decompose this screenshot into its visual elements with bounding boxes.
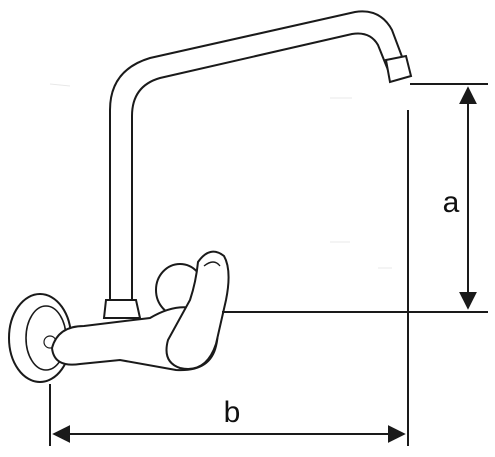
dimension-a-label: a: [443, 186, 460, 219]
dimension-b: b: [49, 110, 409, 446]
dimension-a: a: [222, 83, 488, 313]
background-texture: [49, 83, 392, 269]
spout-tube: [109, 10, 405, 302]
lever-handle: [165, 250, 230, 370]
dimension-b-label: b: [224, 396, 241, 429]
spout-collar: [102, 299, 142, 319]
spout-nozzle: [384, 54, 413, 84]
